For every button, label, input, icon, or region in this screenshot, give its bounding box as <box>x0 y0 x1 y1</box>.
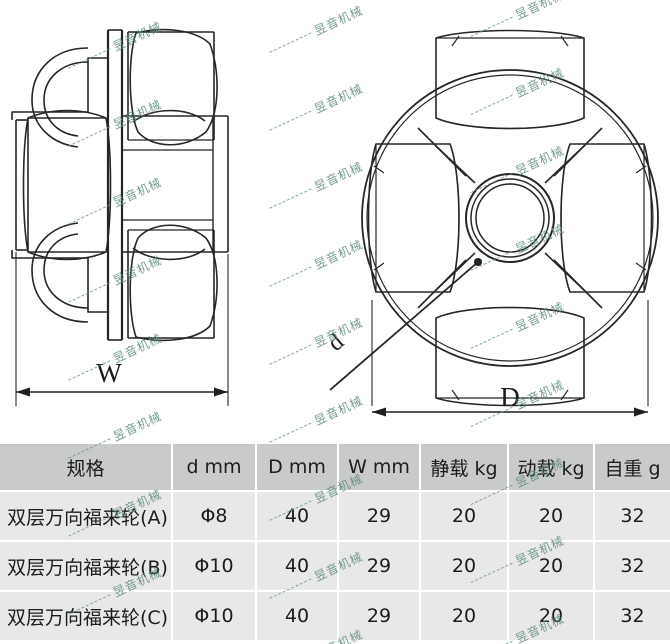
cell-D: 40 <box>256 491 339 542</box>
front-view-group <box>329 29 659 407</box>
cell-W: 29 <box>338 541 421 592</box>
specification-table: 规格 d mm D mm W mm 静载 kg 动载 kg 自重 g 双层万向福… <box>0 444 670 642</box>
cell-W: 29 <box>338 591 421 642</box>
cell-static-load: 20 <box>420 591 509 642</box>
technical-drawings: W D d <box>11 28 659 417</box>
cell-D: 40 <box>256 541 339 592</box>
cell-spec: 双层万向福来轮(B) <box>0 541 173 592</box>
table-row: 双层万向福来轮(B) Φ10 40 29 20 20 32 <box>0 541 670 592</box>
column-header-dynamic-load: 动载 kg <box>508 444 595 492</box>
cell-weight: 32 <box>594 491 670 542</box>
bore-dimension-label: d <box>323 329 349 356</box>
drawings-svg: W D d <box>11 28 659 417</box>
cell-spec: 双层万向福来轮(C) <box>0 591 173 642</box>
cell-d: Φ10 <box>172 541 257 592</box>
cell-d: Φ8 <box>172 491 257 542</box>
diameter-dimension-label: D <box>500 382 520 412</box>
cell-weight: 32 <box>594 541 670 592</box>
table-row: 双层万向福来轮(C) Φ10 40 29 20 20 32 <box>0 591 670 642</box>
column-header-d: d mm <box>172 444 257 492</box>
side-view-group <box>11 28 229 406</box>
column-header-weight: 自重 g <box>594 444 670 492</box>
column-header-D: D mm <box>256 444 339 492</box>
cell-d: Φ10 <box>172 591 257 642</box>
column-header-W: W mm <box>338 444 421 492</box>
cell-spec: 双层万向福来轮(A) <box>0 491 173 542</box>
cell-dynamic-load: 20 <box>508 541 595 592</box>
cell-dynamic-load: 20 <box>508 491 595 542</box>
column-header-spec: 规格 <box>0 444 173 492</box>
column-header-static-load: 静载 kg <box>420 444 509 492</box>
cell-static-load: 20 <box>420 491 509 542</box>
table-header-row: 规格 d mm D mm W mm 静载 kg 动载 kg 自重 g <box>0 444 670 492</box>
table-row: 双层万向福来轮(A) Φ8 40 29 20 20 32 <box>0 491 670 542</box>
cell-W: 29 <box>338 491 421 542</box>
cell-weight: 32 <box>594 591 670 642</box>
cell-static-load: 20 <box>420 541 509 592</box>
cell-D: 40 <box>256 591 339 642</box>
width-dimension-label: W <box>96 358 122 388</box>
cell-dynamic-load: 20 <box>508 591 595 642</box>
